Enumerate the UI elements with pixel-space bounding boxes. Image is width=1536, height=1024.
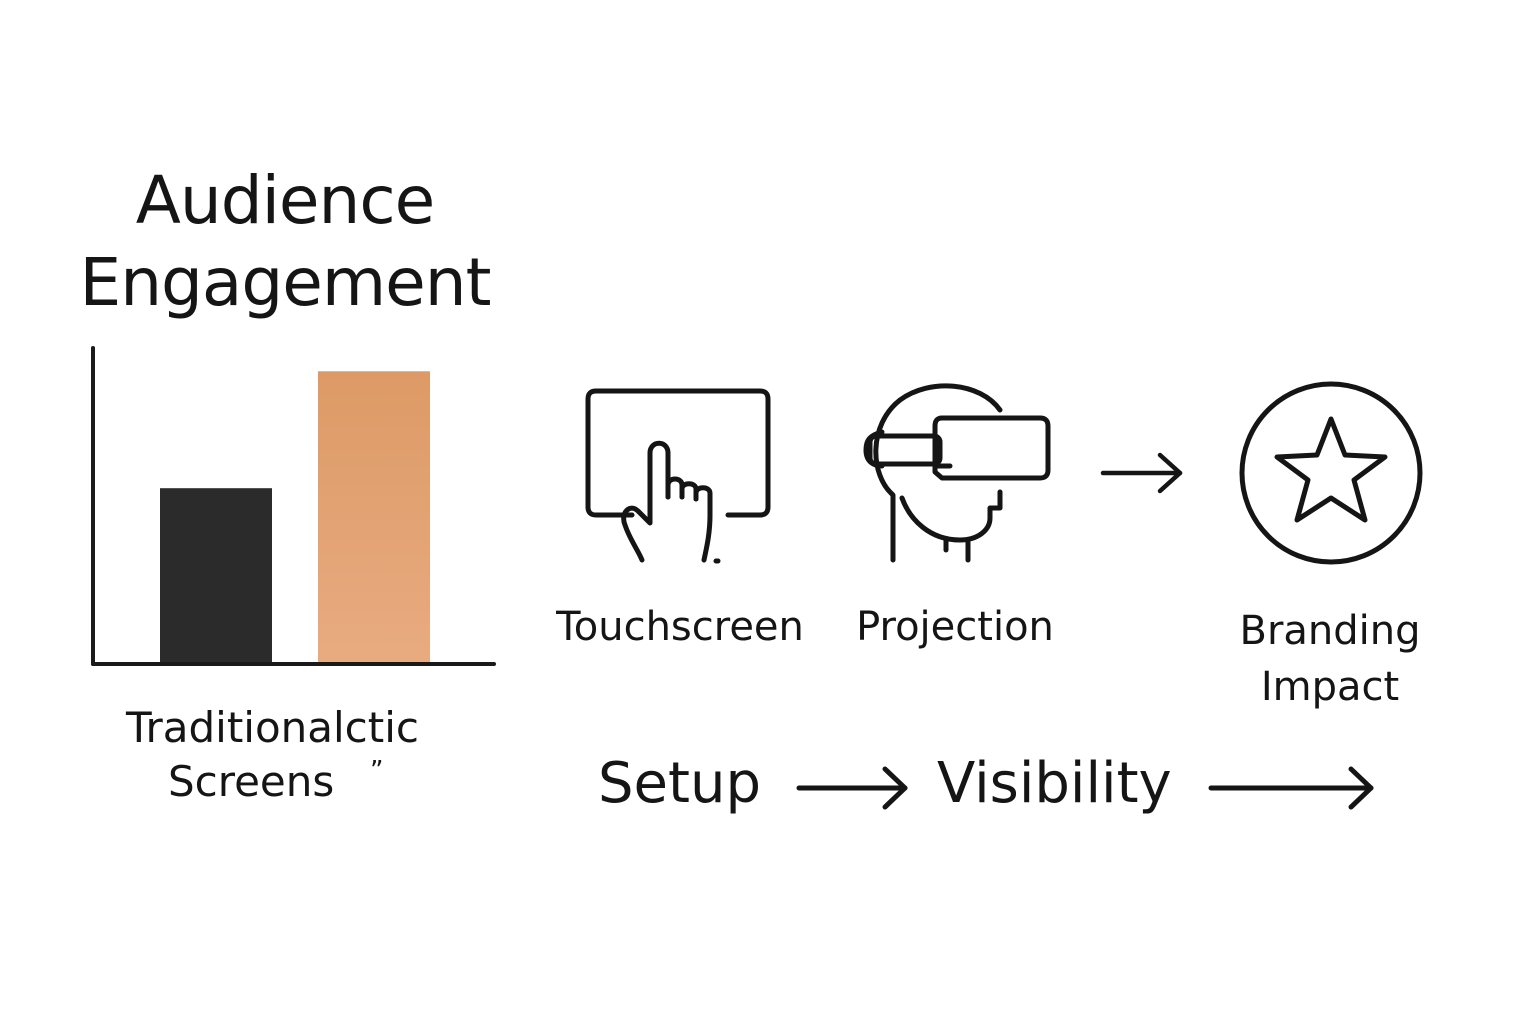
flow-step-setup: Setup xyxy=(598,751,761,816)
engagement-bar-chart xyxy=(91,346,496,666)
vr-headset-icon xyxy=(863,383,1051,563)
flow-arrow-end-icon xyxy=(1208,766,1374,810)
projection-label: Projection xyxy=(856,604,1054,650)
flow-arrow-icon xyxy=(796,766,908,810)
star-circle-icon xyxy=(1239,381,1423,565)
touchscreen-label: Touchscreen xyxy=(556,604,804,650)
branding-label-line-1: Branding xyxy=(1239,608,1421,654)
diagram-title: Audience Engagement xyxy=(40,160,530,324)
bar-interactive xyxy=(318,371,430,662)
arrow-right-icon xyxy=(1100,452,1183,494)
chart-caption-mark: ” xyxy=(370,756,384,786)
title-line-2: Engagement xyxy=(79,244,492,321)
flow-step-visibility: Visibility xyxy=(937,751,1172,816)
branding-label-line-2: Impact xyxy=(1260,664,1400,710)
title-line-1: Audience xyxy=(135,162,436,239)
branding-impact-label: Branding Impact xyxy=(1210,603,1450,715)
chart-caption-line-2: Screens xyxy=(168,757,335,806)
touchscreen-hand-icon xyxy=(585,388,771,564)
chart-caption-line-1: Traditionalctic xyxy=(126,703,419,752)
bar-traditional-screens xyxy=(160,488,272,662)
